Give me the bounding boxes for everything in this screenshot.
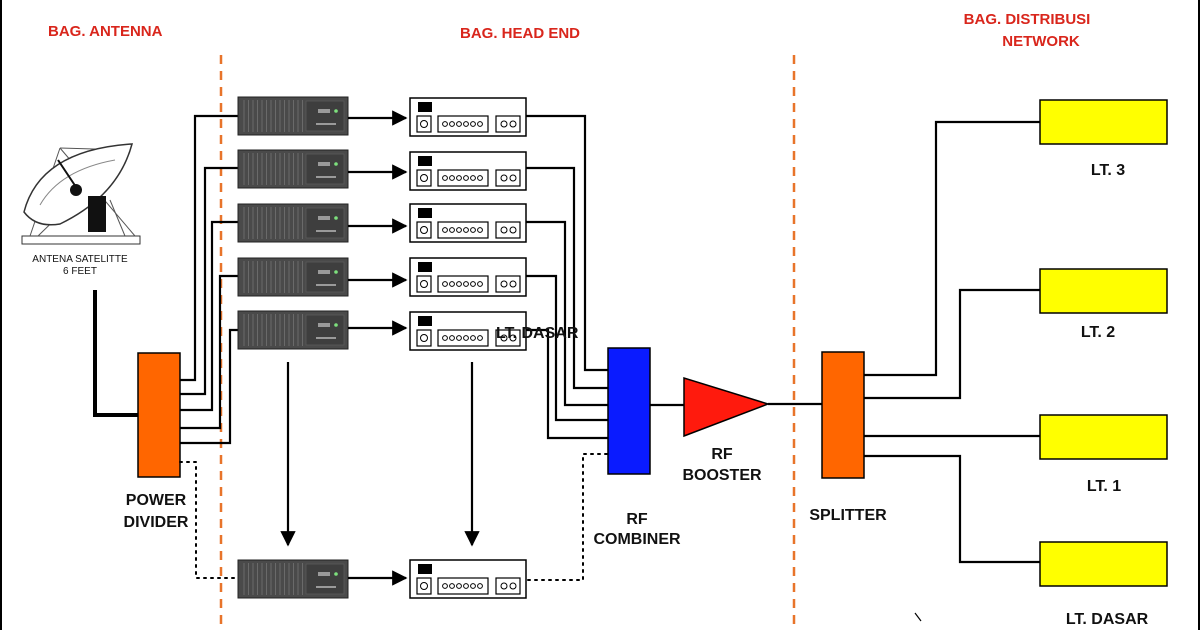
floor-box-lt2 — [1039, 268, 1168, 314]
divider-output-1 — [180, 114, 238, 382]
rf-booster — [683, 376, 771, 438]
splitter-output-lt-dasar — [864, 454, 1040, 564]
rf-combiner — [607, 347, 651, 475]
rf-modulator — [409, 559, 527, 599]
antenna-cable — [93, 290, 138, 417]
satellite-dish-icon — [21, 143, 141, 245]
rf-modulator — [409, 203, 527, 243]
satellite-receiver — [237, 149, 349, 189]
rf-combiner-label-line1: RF — [626, 511, 648, 528]
section-antenna-header: BAG. ANTENNA — [48, 23, 163, 40]
floor-label-lt2: LT. 2 — [1081, 324, 1115, 341]
satellite-receiver — [237, 310, 349, 350]
antenna-label-line2: 6 FEET — [63, 266, 97, 277]
divider-output-5 — [180, 328, 238, 445]
power-divider-label-line1: POWER — [126, 492, 187, 509]
overlay-lt-dasar-label: LT. DASAR — [496, 325, 579, 342]
floor-box-lt3 — [1039, 99, 1168, 145]
power-divider-label-line2: DIVIDER — [124, 514, 189, 531]
satellite-receiver — [237, 96, 349, 136]
stray-mark — [914, 612, 922, 622]
modulator-output-3 — [526, 220, 608, 407]
floor-box-lt1 — [1039, 414, 1168, 460]
floor-label-lt1: LT. 1 — [1087, 478, 1121, 495]
modulator-output-4 — [526, 274, 608, 422]
splitter-label: SPLITTER — [809, 507, 887, 524]
satellite-receiver — [237, 559, 349, 599]
floor-box-lt-dasar — [1039, 541, 1168, 587]
divider-output-3 — [180, 220, 238, 412]
satellite-receiver — [237, 257, 349, 297]
rf-modulator — [409, 311, 527, 351]
rf-modulator — [409, 97, 527, 137]
splitter — [821, 351, 865, 479]
floor-label-lt-dasar: LT. DASAR — [1066, 611, 1149, 628]
section-distribution-header-line2: NETWORK — [1002, 33, 1080, 50]
rf-combiner-label-line2: COMBINER — [593, 531, 681, 548]
floor-label-lt3: LT. 3 — [1091, 162, 1125, 179]
combiner-spare-path — [527, 453, 609, 581]
rf-booster-label-line1: RF — [711, 446, 733, 463]
divider-output-4 — [180, 274, 238, 430]
modulator-output-5 — [526, 328, 608, 440]
antenna-label-line1: ANTENA SATELITTE — [32, 254, 128, 265]
splitter-output-lt2 — [864, 288, 1040, 400]
section-distribution-header-line1: BAG. DISTRIBUSI — [964, 11, 1091, 28]
rf-modulator — [409, 151, 527, 191]
modulator-output-1 — [526, 114, 608, 372]
divider-spare-path — [179, 461, 237, 579]
divider-output-2 — [180, 166, 238, 396]
satellite-receiver — [237, 203, 349, 243]
modulator-output-2 — [526, 166, 608, 390]
splitter-output-lt3 — [864, 120, 1040, 377]
section-head-end-header: BAG. HEAD END — [460, 25, 580, 42]
rf-modulator — [409, 257, 527, 297]
rf-booster-label-line2: BOOSTER — [682, 467, 762, 484]
power-divider — [137, 352, 181, 478]
